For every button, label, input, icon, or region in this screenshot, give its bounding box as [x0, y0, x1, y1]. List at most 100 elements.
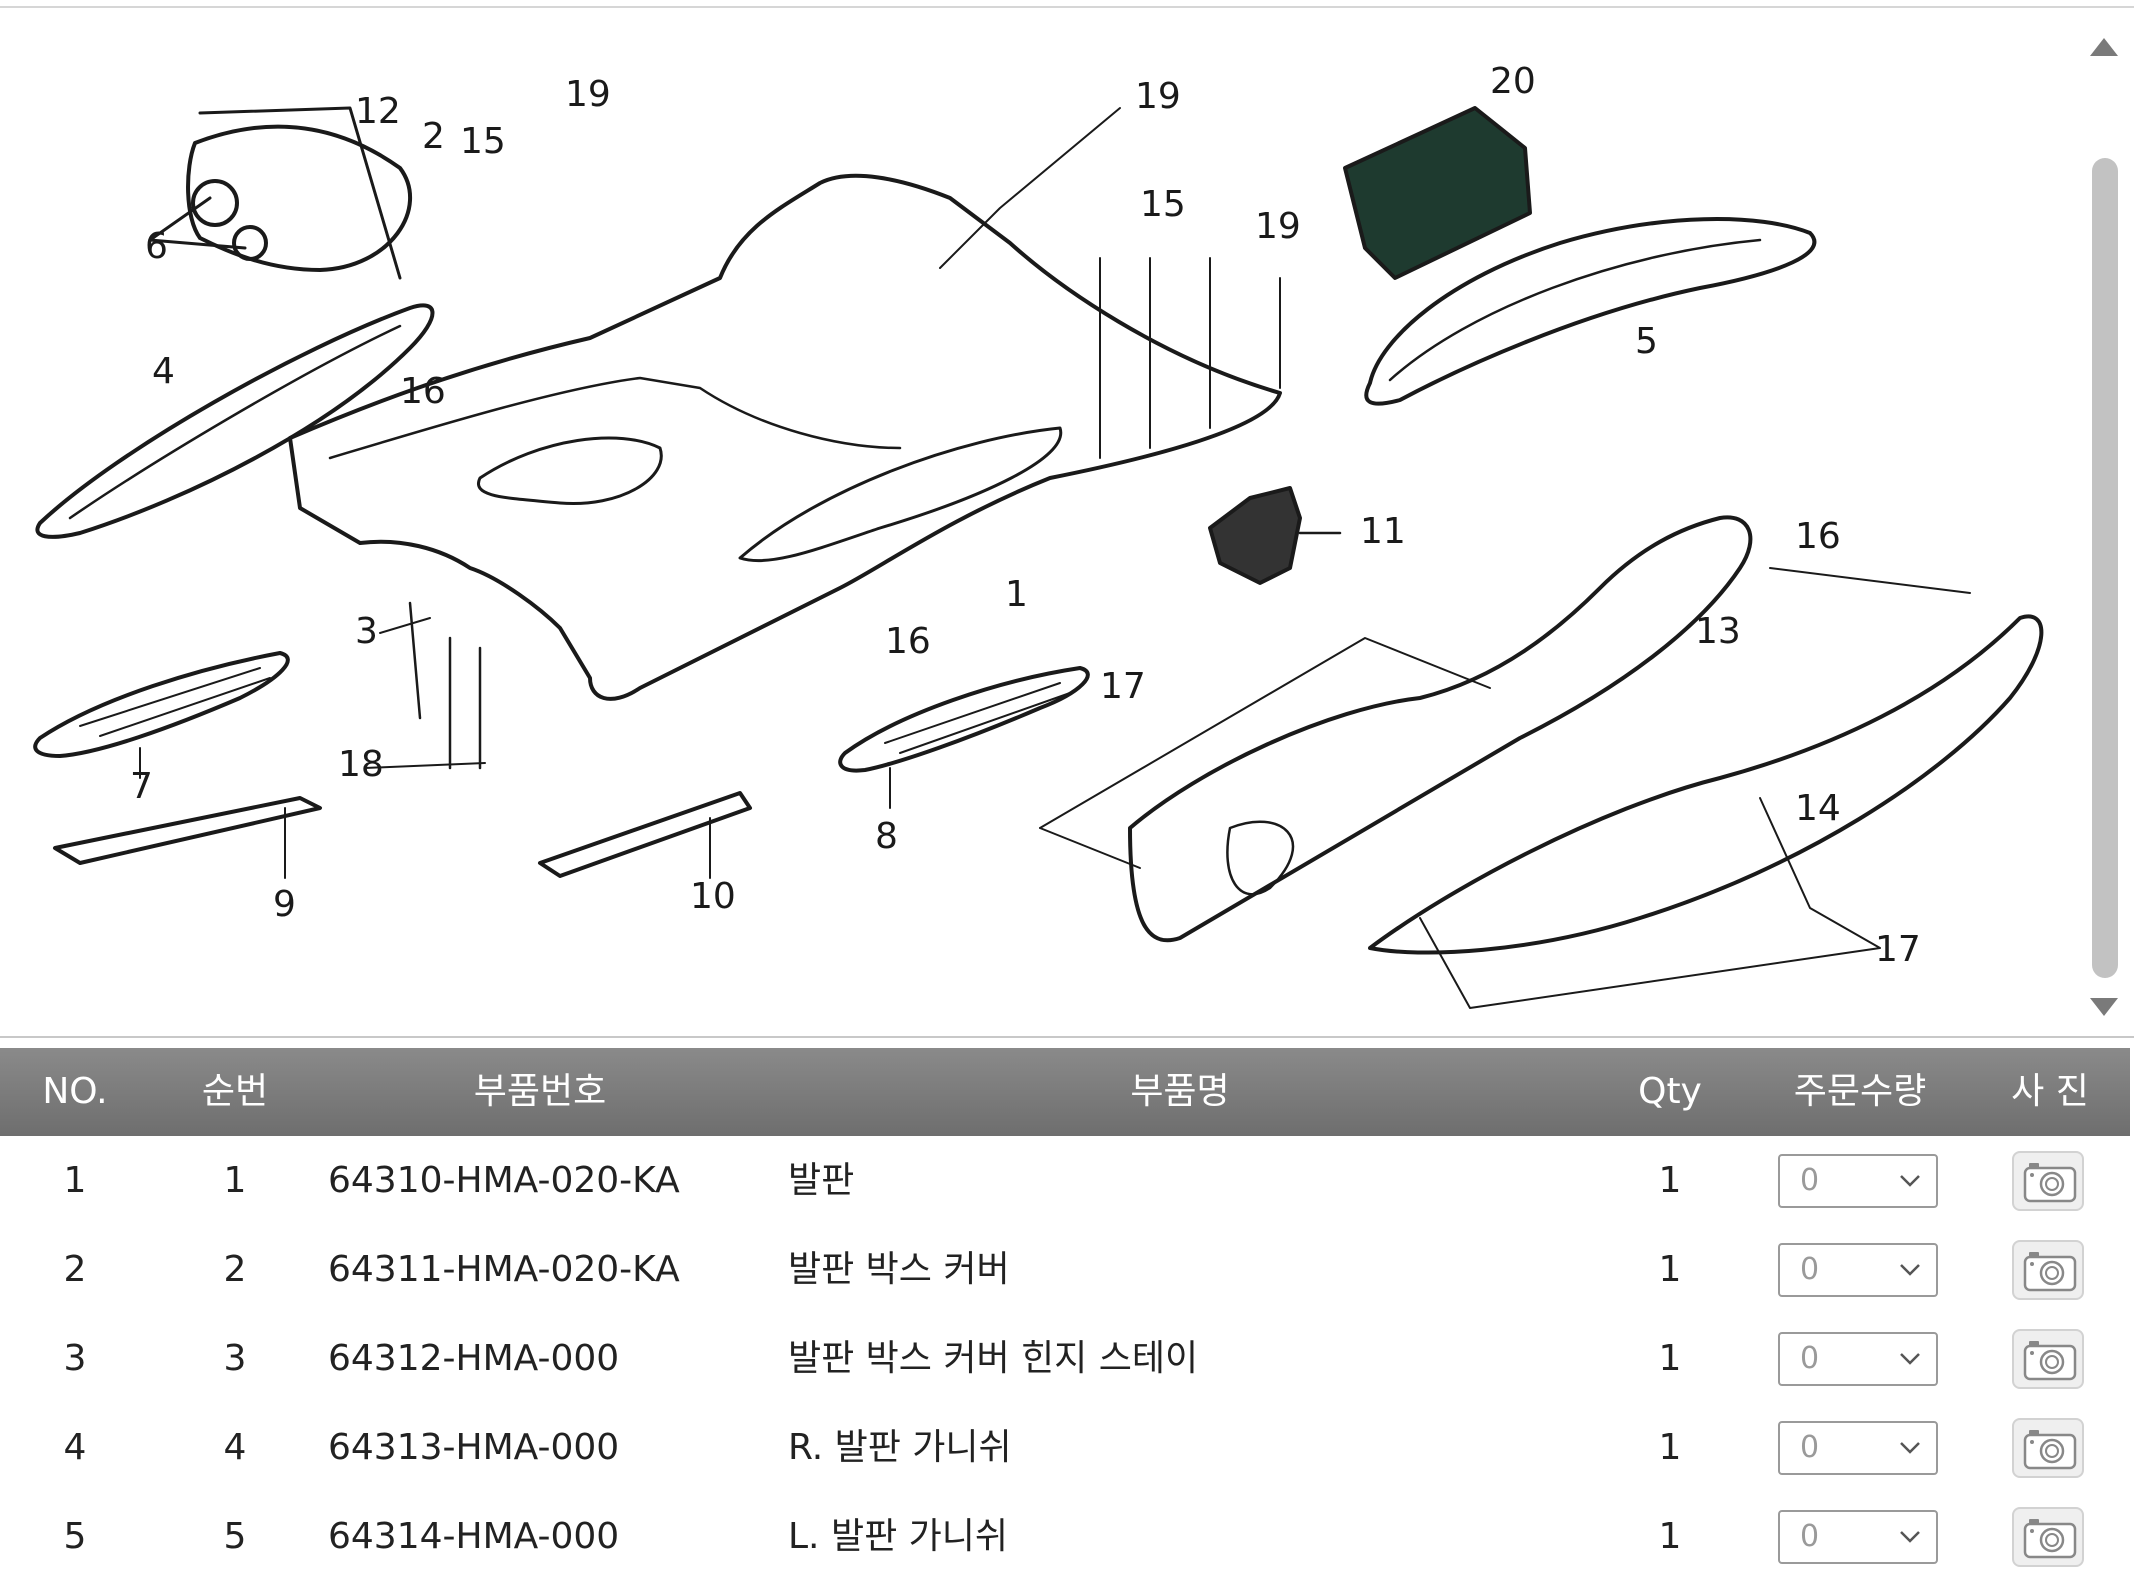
- order-qty-value: 0: [1800, 1163, 1820, 1198]
- header-qty: Qty: [1638, 1071, 1702, 1112]
- part-9-rail: [53, 796, 322, 865]
- callout-17-a: 17: [1100, 666, 1146, 707]
- parts-diagram-pane: 1 2 3 4 5 6 7 8 9 10 11 12 13 14 15 15 1…: [0, 8, 2134, 1038]
- callout-17-b: 17: [1875, 929, 1921, 970]
- header-seq: 순번: [201, 1071, 269, 1112]
- camera-icon: [2023, 1519, 2077, 1559]
- order-qty-value: 0: [1800, 1252, 1820, 1287]
- table-row: 3 3 64312-HMA-000 발판 박스 커버 힌지 스테이 1 0: [0, 1314, 2130, 1403]
- callout-7: 7: [130, 766, 153, 807]
- top-rule: [0, 0, 2134, 8]
- table-row: 4 4 64313-HMA-000 R. 발판 가니쉬 1 0: [0, 1403, 2130, 1492]
- row-qty: 1: [1658, 1160, 1682, 1201]
- chevron-down-icon: [1900, 1264, 1920, 1276]
- row-no: 4: [63, 1427, 87, 1468]
- row-no: 1: [63, 1160, 87, 1201]
- callout-19-c: 19: [1255, 206, 1301, 247]
- row-seq: 3: [223, 1338, 247, 1379]
- row-qty: 1: [1658, 1249, 1682, 1290]
- table-header-row: NO. 순번 부품번호 부품명 Qty 주문수량 사 진: [0, 1048, 2130, 1136]
- row-part-no: 64314-HMA-000: [328, 1516, 620, 1557]
- camera-icon: [2023, 1341, 2077, 1381]
- callout-5: 5: [1635, 321, 1658, 362]
- row-seq: 4: [223, 1427, 247, 1468]
- row-no: 2: [63, 1249, 87, 1290]
- exploded-parts-diagram: 1 2 3 4 5 6 7 8 9 10 11 12 13 14 15 15 1…: [33, 61, 2044, 1009]
- row-part-name: L. 발판 가니쉬: [788, 1516, 1008, 1557]
- row-part-name: 발판 박스 커버 힌지 스테이: [788, 1338, 1199, 1379]
- callout-14: 14: [1795, 788, 1841, 829]
- photo-button[interactable]: [2012, 1240, 2084, 1300]
- part-11-bracket: [1208, 486, 1302, 585]
- order-qty-select[interactable]: 0: [1778, 1154, 1938, 1208]
- row-part-name: 발판: [788, 1160, 855, 1201]
- diagram-scrollbar[interactable]: [2080, 28, 2134, 1036]
- part-10-rail: [538, 791, 752, 878]
- row-part-no: 64310-HMA-020-KA: [328, 1160, 680, 1201]
- callout-16-a: 16: [400, 371, 446, 412]
- photo-button[interactable]: [2012, 1151, 2084, 1211]
- camera-icon: [2023, 1252, 2077, 1292]
- callout-16-c: 16: [1795, 516, 1841, 557]
- callout-15-b: 15: [1140, 184, 1186, 225]
- order-qty-select[interactable]: 0: [1778, 1332, 1938, 1386]
- part-13-side-cover: [1128, 515, 1753, 943]
- callout-18: 18: [338, 744, 384, 785]
- chevron-down-icon: [1900, 1175, 1920, 1187]
- scroll-up-arrow-icon[interactable]: [2090, 38, 2118, 56]
- row-part-name: 발판 박스 커버: [788, 1249, 1010, 1290]
- callout-19-b: 19: [1135, 76, 1181, 117]
- callout-6: 6: [145, 226, 168, 267]
- order-qty-value: 0: [1800, 1519, 1820, 1554]
- part-14-side-cover: [1368, 614, 2044, 955]
- callout-1: 1: [1005, 574, 1028, 615]
- row-seq: 5: [223, 1516, 247, 1557]
- callout-20: 20: [1490, 61, 1536, 102]
- row-part-name: R. 발판 가니쉬: [788, 1427, 1012, 1468]
- callout-2: 2: [422, 116, 445, 157]
- part-4-garnish: [35, 303, 435, 539]
- row-seq: 2: [223, 1249, 247, 1290]
- callout-12: 12: [355, 91, 401, 132]
- table-row: 5 5 64314-HMA-000 L. 발판 가니쉬 1 0: [0, 1492, 2130, 1581]
- chevron-down-icon: [1900, 1353, 1920, 1365]
- parts-table: NO. 순번 부품번호 부품명 Qty 주문수량 사 진 1 1 64310-H…: [0, 1048, 2134, 1570]
- order-qty-select[interactable]: 0: [1778, 1243, 1938, 1297]
- callout-3: 3: [355, 611, 378, 652]
- photo-button[interactable]: [2012, 1507, 2084, 1567]
- order-qty-select[interactable]: 0: [1778, 1421, 1938, 1475]
- photo-button[interactable]: [2012, 1329, 2084, 1389]
- photo-button[interactable]: [2012, 1418, 2084, 1478]
- callout-4: 4: [152, 351, 175, 392]
- header-photo: 사 진: [2011, 1071, 2089, 1112]
- scroll-thumb[interactable]: [2092, 158, 2118, 978]
- callout-19-a: 19: [565, 74, 611, 115]
- header-no: NO.: [42, 1071, 108, 1112]
- row-part-no: 64311-HMA-020-KA: [328, 1249, 680, 1290]
- order-qty-select[interactable]: 0: [1778, 1510, 1938, 1564]
- table-row: 2 2 64311-HMA-020-KA 발판 박스 커버 1 0: [0, 1225, 2130, 1314]
- row-no: 5: [63, 1516, 87, 1557]
- callout-13: 13: [1695, 611, 1741, 652]
- header-order-qty: 주문수량: [1793, 1071, 1927, 1112]
- callout-8: 8: [875, 816, 898, 857]
- row-seq: 1: [223, 1160, 247, 1201]
- order-qty-value: 0: [1800, 1341, 1820, 1376]
- scroll-down-arrow-icon[interactable]: [2090, 998, 2118, 1016]
- callout-16-b: 16: [885, 621, 931, 662]
- row-qty: 1: [1658, 1427, 1682, 1468]
- callout-9: 9: [273, 884, 296, 925]
- camera-icon: [2023, 1430, 2077, 1470]
- part-8-step-pad: [838, 666, 1090, 773]
- row-part-no: 64313-HMA-000: [328, 1427, 620, 1468]
- header-part-no: 부품번호: [473, 1071, 607, 1112]
- chevron-down-icon: [1900, 1531, 1920, 1543]
- header-part-name: 부품명: [1130, 1071, 1230, 1112]
- row-no: 3: [63, 1338, 87, 1379]
- order-qty-value: 0: [1800, 1430, 1820, 1465]
- callout-11: 11: [1360, 511, 1406, 552]
- part-1-floor-panel: [288, 173, 1282, 701]
- row-part-no: 64312-HMA-000: [328, 1338, 620, 1379]
- part-5-garnish: [1364, 217, 1817, 406]
- part-20-pad: [1343, 106, 1532, 280]
